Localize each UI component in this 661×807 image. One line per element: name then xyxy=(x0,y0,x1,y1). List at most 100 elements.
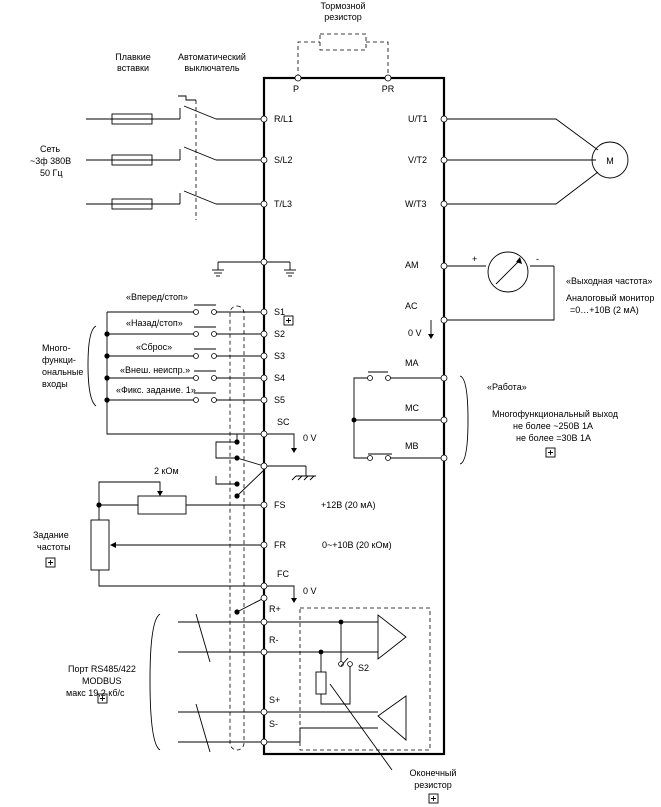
terminal-s3 xyxy=(260,352,268,360)
rs485-internal xyxy=(267,614,407,771)
mains-label-3: 50 Гц xyxy=(40,168,63,178)
terminal-sc xyxy=(260,430,268,438)
terminal-sc-label: SC xyxy=(277,417,290,427)
internal-s2-label: S2 xyxy=(358,663,369,673)
freq-ref-wiring xyxy=(90,481,264,587)
breaker-label-2: выключатель xyxy=(184,63,240,73)
freq-ref-label-1: Задание xyxy=(33,530,69,540)
analog-meter-wires xyxy=(428,265,555,339)
fs-value: +12В (20 мА) xyxy=(321,500,375,510)
input-fn-4: «Внеш. неиспр.» xyxy=(120,365,190,375)
terminal-fc-label: FC xyxy=(277,569,289,579)
terminal-vt2 xyxy=(440,156,448,164)
multi-out-label-1: Многофункциональный выход xyxy=(492,409,619,419)
multi-inputs-label-1: Много- xyxy=(42,343,71,353)
multi-out-label-3: не более =30В 1А xyxy=(516,433,591,443)
terminal-ma xyxy=(440,374,448,382)
terminal-sm-label: S- xyxy=(269,719,278,729)
mains-label-2: ~3ф 380В xyxy=(30,156,71,166)
terminal-rl1 xyxy=(260,115,268,123)
terminal-fr-label: FR xyxy=(274,540,286,550)
terminal-fs xyxy=(260,501,268,509)
brake-wire-p xyxy=(297,41,320,78)
phase-lines xyxy=(86,95,264,220)
terminal-s5 xyxy=(260,396,268,404)
terminal-wt3 xyxy=(440,200,448,208)
terminal-s5-label: S5 xyxy=(274,395,285,405)
input-fn-3: «Сброс» xyxy=(136,342,172,352)
terminal-am xyxy=(440,262,448,270)
brake-resistor-label-1: Тормозной xyxy=(320,1,365,11)
input-fn-2: «Назад/стоп» xyxy=(126,318,183,328)
analog-meter xyxy=(487,251,529,293)
rs485-label-3: макс 19,2 кб/с xyxy=(66,688,125,698)
ground-symbols xyxy=(212,261,296,277)
terminal-fc-0v-label: 0 V xyxy=(303,586,317,596)
terminal-ac xyxy=(440,316,448,324)
brake-resistor xyxy=(319,33,367,51)
terminal-pr-label: PR xyxy=(382,84,395,94)
inputs-brace xyxy=(87,325,97,407)
terminal-mc-label: MC xyxy=(405,403,419,413)
terminator-label-2: резистор xyxy=(414,780,452,790)
s1-ref-icon xyxy=(283,315,294,326)
terminal-rm-label: R- xyxy=(269,635,279,645)
inverter-body xyxy=(262,76,446,756)
freq-ref-label-2: частоты xyxy=(37,542,71,552)
breaker-label-1: Автоматический xyxy=(178,52,246,62)
input-fn-5: «Фикс. задание. 1» xyxy=(116,385,196,395)
terminal-vt2-label: V/T2 xyxy=(408,155,427,165)
rs485-brace xyxy=(149,613,161,751)
terminal-ut1 xyxy=(440,115,448,123)
terminal-p-label: P xyxy=(293,84,299,94)
terminator-ref-icon xyxy=(428,793,439,804)
motor-wires xyxy=(447,118,599,205)
terminal-mb-label: MB xyxy=(405,441,419,451)
analog-mon-label-2: =0…+10В (2 мА) xyxy=(570,305,639,315)
terminal-wt3-label: W/T3 xyxy=(405,199,427,209)
rs485-label-1: Порт RS485/422 xyxy=(68,664,136,674)
terminal-s3-label: S3 xyxy=(274,351,285,361)
terminal-mb xyxy=(440,454,448,462)
meter-minus: - xyxy=(536,254,539,264)
terminal-sp-label: S+ xyxy=(269,695,280,705)
terminal-rp xyxy=(260,618,268,626)
input-fn-1: «Вперед/стоп» xyxy=(126,292,188,302)
terminal-sl2 xyxy=(260,156,268,164)
terminal-ac-0v-label: 0 V xyxy=(408,328,422,338)
multi-inputs-label-3: ональные xyxy=(42,367,83,377)
shield-junction xyxy=(215,434,316,499)
terminal-fr xyxy=(260,541,268,549)
relay-contacts xyxy=(351,371,469,465)
rs485-wiring xyxy=(178,594,268,753)
rs485-label-2: MODBUS xyxy=(82,676,122,686)
fr-value: 0~+10В (20 кОм) xyxy=(322,540,392,550)
motor-label: M xyxy=(606,156,614,166)
terminal-rp-label: R+ xyxy=(269,604,281,614)
multi-inputs-label-4: входы xyxy=(42,379,68,389)
terminal-p xyxy=(294,74,302,82)
terminal-s4-label: S4 xyxy=(274,373,285,383)
terminal-ac-label: AC xyxy=(405,301,418,311)
terminal-pr xyxy=(384,74,392,82)
terminal-s1-label: S1 xyxy=(274,307,285,317)
terminal-tl3-label: T/L3 xyxy=(274,199,292,209)
analog-meter-needle xyxy=(495,259,521,285)
terminal-ut1-label: U/T1 xyxy=(408,114,428,124)
terminal-sm xyxy=(260,738,268,746)
meter-plus: + xyxy=(472,254,477,264)
brake-resistor-label-2: резистор xyxy=(324,12,362,22)
terminal-mc xyxy=(440,416,448,424)
terminal-sl2-label: S/L2 xyxy=(274,155,293,165)
terminal-am-label: AM xyxy=(405,260,419,270)
terminal-fc xyxy=(260,582,268,590)
terminal-s1 xyxy=(260,308,268,316)
brake-wire-pr xyxy=(366,41,389,78)
rs485-ref-icon xyxy=(97,693,108,704)
terminal-fs-label: FS xyxy=(274,500,286,510)
terminal-rl1-label: R/L1 xyxy=(274,114,293,124)
terminal-ground xyxy=(260,258,268,266)
terminal-ma-label: MA xyxy=(405,358,419,368)
